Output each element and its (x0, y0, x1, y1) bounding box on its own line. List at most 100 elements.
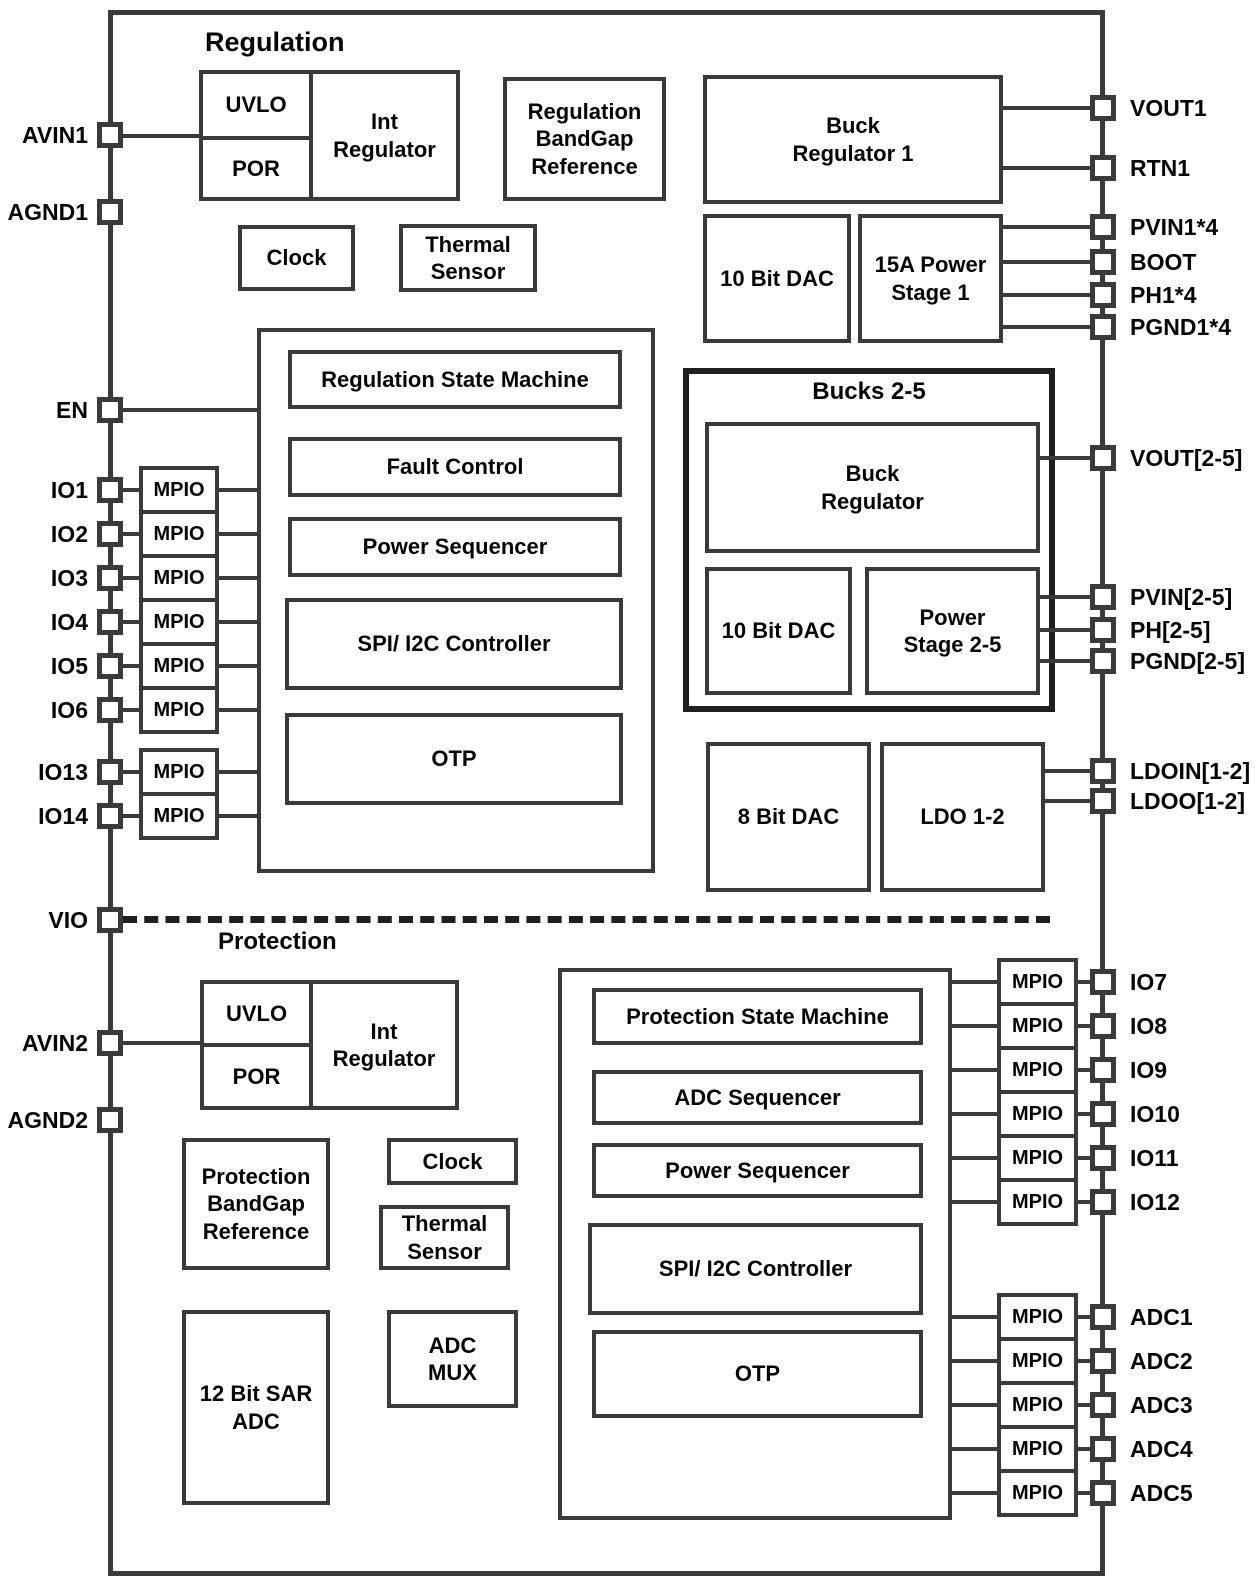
block-power-sequencer-protection: Power Sequencer (592, 1143, 923, 1198)
pin-pgnd1 (1090, 314, 1116, 340)
wire-io6-pin (123, 708, 143, 712)
mpio-block-adc2: MPIO (997, 1337, 1078, 1385)
wire-adc5-core (948, 1491, 1001, 1495)
wire-boot (999, 260, 1093, 264)
pin-label-io14: IO14 (38, 803, 88, 829)
pin-label-ldoin: LDOIN[1-2] (1130, 758, 1251, 784)
pin-pvin25 (1090, 584, 1116, 610)
pin-avin2 (97, 1030, 123, 1056)
wire-io3-pin (123, 576, 143, 580)
block-uvlo-regulation: UVLO (199, 70, 313, 140)
wire-io5-core (215, 664, 261, 668)
block-buck-regulator-2-5: Buck Regulator (705, 422, 1040, 553)
wire-io9-core (948, 1068, 1001, 1072)
pin-label-agnd2: AGND2 (7, 1107, 88, 1133)
mpio-block-adc4: MPIO (997, 1425, 1078, 1473)
pin-io5 (97, 653, 123, 679)
pin-vio (97, 907, 123, 933)
pin-label-en: EN (56, 397, 88, 423)
block-protection-bandgap-reference: Protection BandGap Reference (182, 1138, 330, 1270)
regulation-section-title: Regulation (205, 27, 345, 57)
wire-pgnd1 (999, 325, 1093, 329)
pin-label-io3: IO3 (50, 565, 88, 591)
pin-label-pgnd25: PGND[2-5] (1130, 648, 1246, 674)
block-power-stage-2-5: Power Stage 2-5 (865, 567, 1040, 695)
pin-io12 (1090, 1189, 1116, 1215)
block-thermal-sensor-protection: Thermal Sensor (379, 1205, 510, 1270)
block-adc-mux: ADC MUX (387, 1310, 518, 1408)
bucks-2-5-title: Bucks 2-5 (812, 378, 926, 405)
wire-io13-core (215, 770, 261, 774)
mpio-block-io8: MPIO (997, 1002, 1078, 1050)
wire-en (123, 408, 261, 412)
pin-en (97, 397, 123, 423)
wire-io13-pin (123, 770, 143, 774)
mpio-block-io2: MPIO (139, 510, 219, 558)
wire-ph25 (1036, 628, 1093, 632)
block-10bit-dac-1: 10 Bit DAC (703, 214, 851, 343)
pin-label-io2: IO2 (50, 521, 88, 547)
wire-adc2-pin (1074, 1359, 1093, 1363)
pin-io8 (1090, 1013, 1116, 1039)
wire-pgnd25 (1036, 659, 1093, 663)
mpio-block-io12: MPIO (997, 1178, 1078, 1226)
mpio-block-adc1: MPIO (997, 1293, 1078, 1341)
wire-ldoin (1041, 769, 1093, 773)
pin-label-pgnd1: PGND1*4 (1130, 314, 1231, 340)
block-fault-control: Fault Control (288, 437, 622, 497)
pin-avin1 (97, 122, 123, 148)
wire-pvin25 (1036, 595, 1093, 599)
wire-adc1-core (948, 1315, 1001, 1319)
pin-adc4 (1090, 1436, 1116, 1462)
pin-ldoin (1090, 758, 1116, 784)
pin-label-io1: IO1 (50, 477, 88, 503)
pin-label-boot: BOOT (1130, 249, 1197, 275)
mpio-block-io10: MPIO (997, 1090, 1078, 1138)
pin-io6 (97, 697, 123, 723)
pin-io2 (97, 521, 123, 547)
wire-rtn1 (999, 166, 1093, 170)
pin-label-vout25: VOUT[2-5] (1130, 445, 1243, 471)
wire-avin2 (123, 1041, 204, 1045)
wire-io7-pin (1074, 980, 1093, 984)
mpio-block-io4: MPIO (139, 598, 219, 646)
mpio-block-io11: MPIO (997, 1134, 1078, 1182)
pin-io4 (97, 609, 123, 635)
wire-io12-pin (1074, 1200, 1093, 1204)
pin-ph1 (1090, 282, 1116, 308)
wire-io4-pin (123, 620, 143, 624)
mpio-block-io7: MPIO (997, 958, 1078, 1006)
block-8bit-dac: 8 Bit DAC (706, 742, 871, 892)
pin-label-adc4: ADC4 (1130, 1436, 1193, 1462)
wire-ldoo (1041, 799, 1093, 803)
pin-pgnd25 (1090, 648, 1116, 674)
pin-label-io9: IO9 (1130, 1057, 1168, 1083)
pin-label-io7: IO7 (1130, 969, 1168, 995)
wire-io2-pin (123, 532, 143, 536)
block-otp-protection: OTP (592, 1330, 923, 1418)
wire-vout1 (999, 106, 1093, 110)
pin-adc2 (1090, 1348, 1116, 1374)
pin-agnd1 (97, 199, 123, 225)
pin-label-adc1: ADC1 (1130, 1304, 1193, 1330)
block-uvlo-protection: UVLO (200, 980, 313, 1047)
wire-io12-core (948, 1200, 1001, 1204)
wire-io10-pin (1074, 1112, 1093, 1116)
block-clock-protection: Clock (387, 1138, 518, 1185)
pin-rtn1 (1090, 155, 1116, 181)
mpio-block-io9: MPIO (997, 1046, 1078, 1094)
pin-label-vio: VIO (48, 907, 88, 933)
wire-adc5-pin (1074, 1491, 1093, 1495)
block-por-regulation: POR (199, 136, 313, 201)
wire-io7-core (948, 980, 1001, 984)
pin-label-adc5: ADC5 (1130, 1480, 1193, 1506)
bucks-2-5-container (683, 368, 1055, 712)
pin-io3 (97, 565, 123, 591)
pin-io13 (97, 759, 123, 785)
wire-adc1-pin (1074, 1315, 1093, 1319)
block-por-protection: POR (200, 1043, 313, 1110)
pin-agnd2 (97, 1107, 123, 1133)
pin-io11 (1090, 1145, 1116, 1171)
pin-adc1 (1090, 1304, 1116, 1330)
